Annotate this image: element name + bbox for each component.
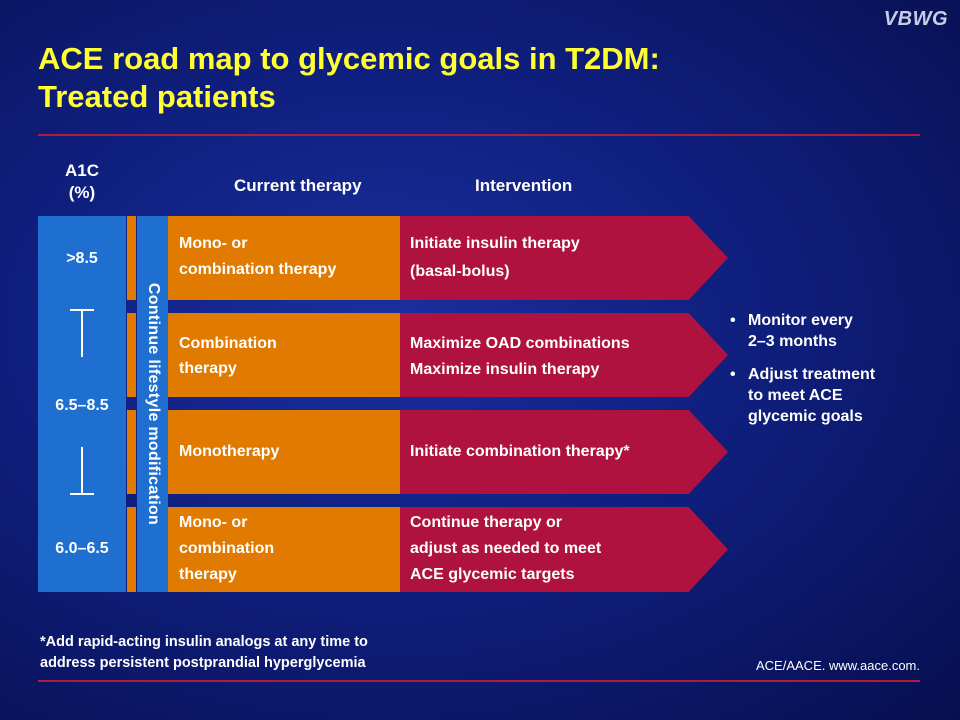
intervention-text-line: Initiate combination therapy*	[410, 443, 630, 460]
therapy-row-3: Monotherapy Initiate combination therapy…	[168, 410, 728, 494]
lifestyle-modification-label: Continue lifestyle modification	[144, 282, 162, 526]
bullet-text-line: to meet ACE	[748, 387, 843, 404]
bullet-item: Adjust treatment to meet ACE glycemic go…	[728, 364, 928, 427]
title-divider	[38, 134, 920, 136]
current-therapy-cell: Mono- or combination therapy	[168, 216, 400, 300]
therapy-text-line: Combination	[179, 335, 277, 352]
intervention-text-line: (basal-bolus)	[410, 263, 510, 280]
therapy-text-line: Mono- or	[179, 235, 248, 252]
therapy-text-line: therapy	[179, 360, 237, 377]
a1c-header-line-1: A1C	[64, 161, 99, 180]
bullet-text-line: 2–3 months	[748, 333, 837, 350]
bullet-item: Monitor every 2–3 months	[728, 310, 928, 352]
therapy-text-line: therapy	[179, 566, 237, 583]
intervention-arrow: Initiate combination therapy*	[400, 410, 728, 494]
therapy-text-line: Monotherapy	[179, 443, 280, 460]
current-therapy-header: Current therapy	[234, 176, 362, 195]
intervention-text-line: Initiate insulin therapy	[410, 235, 580, 252]
current-therapy-cell: Combination therapy	[168, 313, 400, 397]
title-line-2: Treated patients	[38, 79, 276, 114]
bullet-text-line: Monitor every	[748, 312, 853, 329]
a1c-header-line-2: (%)	[68, 183, 96, 202]
lifestyle-modification-bar: Continue lifestyle modification	[137, 216, 168, 592]
title-line-1: ACE road map to glycemic goals in T2DM:	[38, 41, 660, 76]
intervention-text-line: ACE glycemic targets	[410, 566, 575, 583]
footer-divider	[38, 680, 920, 682]
monitoring-bullets: Monitor every 2–3 months Adjust treatmen…	[728, 310, 928, 439]
intervention-text-line: Maximize OAD combinations	[410, 335, 630, 352]
therapy-row-2: Combination therapy Maximize OAD combina…	[168, 313, 728, 397]
bullet-text-line: glycemic goals	[748, 408, 863, 425]
a1c-scale-bar	[38, 216, 126, 592]
intervention-arrow: Continue therapy or adjust as needed to …	[400, 507, 728, 592]
therapy-text-line: combination therapy	[179, 261, 337, 278]
intervention-text-line: Maximize insulin therapy	[410, 361, 600, 378]
bullet-text-line: Adjust treatment	[748, 366, 876, 383]
intervention-arrow: Initiate insulin therapy (basal-bolus)	[400, 216, 728, 300]
intervention-text-line: Continue therapy or	[410, 514, 563, 531]
therapy-text-line: Mono- or	[179, 514, 248, 531]
a1c-header: A1C (%)	[38, 160, 126, 204]
a1c-level-low: 6.0–6.5	[55, 540, 109, 557]
therapy-row-1: Mono- or combination therapy Initiate in…	[168, 216, 728, 300]
therapy-row-strip	[127, 216, 136, 592]
footnote-line-2: address persistent postprandial hypergly…	[40, 655, 366, 671]
therapy-row-4: Mono- or combination therapy Continue th…	[168, 507, 728, 592]
current-therapy-cell: Mono- or combination therapy	[168, 507, 400, 592]
a1c-level-high: >8.5	[66, 250, 98, 267]
intervention-text-line: adjust as needed to meet	[410, 540, 602, 557]
citation: ACE/AACE. www.aace.com.	[756, 658, 920, 673]
brand-logo: VBWG	[883, 8, 948, 30]
slide-title: ACE road map to glycemic goals in T2DM: …	[38, 40, 918, 116]
intervention-arrow: Maximize OAD combinations Maximize insul…	[400, 313, 728, 397]
a1c-level-mid: 6.5–8.5	[55, 397, 109, 414]
therapy-text-line: combination	[179, 540, 275, 557]
intervention-header: Intervention	[475, 176, 573, 195]
footnote-line-1: *Add rapid-acting insulin analogs at any…	[40, 634, 368, 650]
current-therapy-cell: Monotherapy	[168, 410, 400, 494]
footnote: *Add rapid-acting insulin analogs at any…	[40, 632, 520, 674]
